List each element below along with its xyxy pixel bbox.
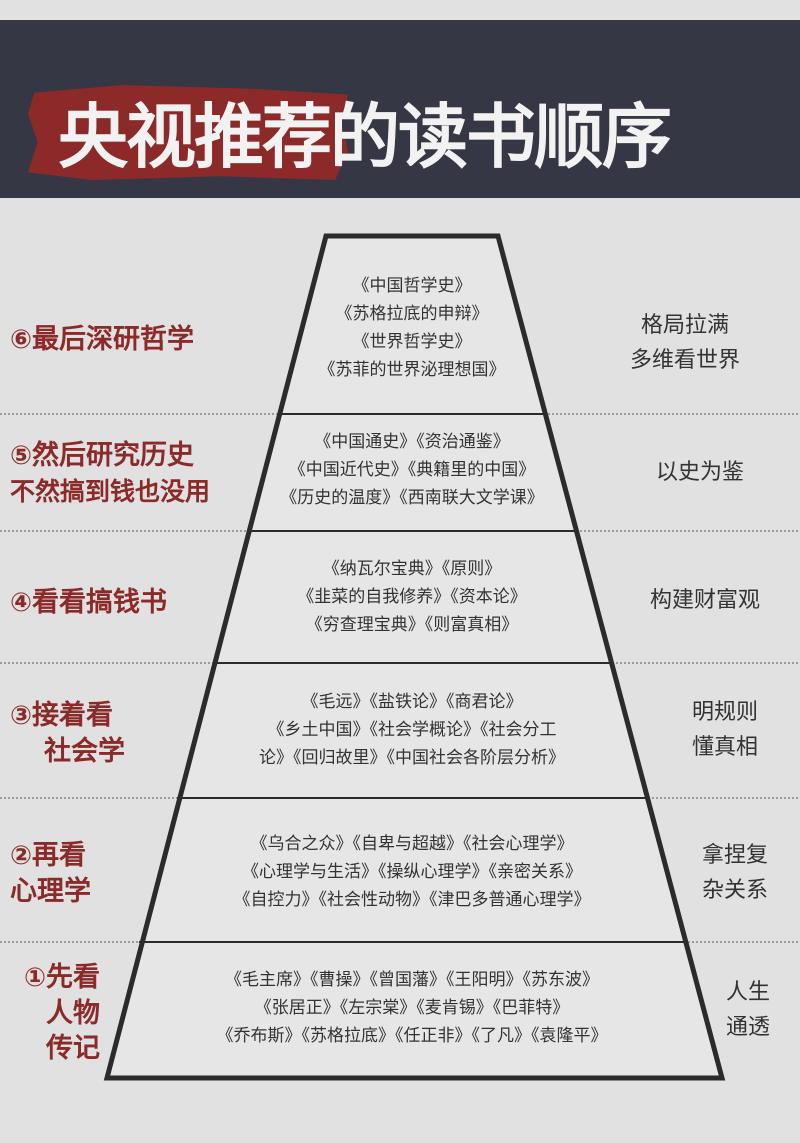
level-2-books: 《乌合之众》《自卑与超越》《社会心理学》 《心理学与生活》《操纵心理学》《亲密关… [188,830,636,914]
level-6-goal: 格局拉满 多维看世界 [605,308,765,378]
step-subtitle: 心理学 [10,876,91,907]
step-subtitle: 社会学 [44,736,125,767]
book-list-line: 《韭菜的自我修养》《资本论》 [297,587,527,607]
red-brush-highlight [28,85,348,180]
level-1-books: 《毛主席》《曹操》《曾国藩》《王阳明》《苏东波》 《张居正》《左宗棠》《麦肯锡》… [152,966,672,1050]
goal-line: 格局拉满 [640,313,729,338]
book-list-line: 《纳瓦尔宝典》《原则》 [322,559,502,579]
book-list-line: 《乌合之众》《自卑与超越》《社会心理学》 [250,834,574,854]
goal-line: 通透 [725,1015,770,1040]
level-5-goal: 以史为鉴 [630,455,770,490]
book-list-line: 《张居正》《左宗棠》《麦肯锡》《巴菲特》 [254,998,570,1018]
page-title: 央视推荐的读书顺序 [58,92,758,182]
book-list-line: 《毛远》《盐铁论》《商君论》 [301,692,523,712]
goal-line: 明规则 [691,700,758,725]
level-2-goal: 拿捏复 杂关系 [680,838,790,908]
step-5-label: ⑤然后研究历史 不然搞到钱也没用 [10,438,210,509]
level-6-books: 《中国哲学史》 《苏格拉底的申辩》 《世界哲学史》 《苏菲的世界泌理想国》 [312,272,512,384]
goal-line: 人生 [725,980,770,1005]
level-4-books: 《纳瓦尔宝典》《原则》 《韭菜的自我修养》《资本论》 《穷查理宝典》《则富真相》 [262,555,562,639]
goal-line: 多维看世界 [629,348,740,373]
step-4-label: ④看看搞钱书 [10,585,167,621]
book-list-line: 《乔布斯》《苏格拉底》《任正非》《了凡》《袁隆平》 [216,1026,608,1046]
title-highlight: 央视推荐 [58,96,332,178]
book-list-line: 《中国近代史》《典籍里的中国》 [288,460,536,480]
level-5-books: 《中国通史》《资治通鉴》 《中国近代史》《典籍里的中国》 《历史的温度》《西南联… [262,428,562,512]
step-2-label: ②再看 心理学 [10,838,91,909]
level-1-goal: 人生 通透 [708,975,788,1045]
step-subtitle-2: 传记 [46,1033,100,1064]
book-list-line: 《中国通史》《资治通鉴》 [314,432,510,452]
step-subtitle: 人物 [46,998,100,1029]
step-subtitle: 不然搞到钱也没用 [10,477,211,506]
step-3-label: ③接着看 社会学 [10,698,125,769]
book-list-line: 《世界哲学史》 [352,332,472,352]
book-list-line: 《中国哲学史》 [352,276,472,296]
step-number: ② [10,841,33,871]
goal-line: 杂关系 [701,878,768,903]
book-list-line: 《历史的温度》《西南联大文学课》 [280,488,544,508]
step-number: ④ [10,588,33,618]
book-list-line: 《毛主席》《曹操》《曾国藩》《王阳明》《苏东波》 [225,970,599,990]
step-6-label: ⑥最后深研哲学 [10,322,194,358]
step-number: ⑤ [10,441,33,471]
goal-line: 拿捏复 [701,843,768,868]
goal-line: 构建财富观 [649,588,760,613]
goal-line: 以史为鉴 [655,460,744,485]
level-3-goal: 明规则 懂真相 [660,695,790,765]
step-title: 先看 [46,962,100,993]
step-title: 然后研究历史 [32,440,195,471]
book-list-line: 《乡土中国》《社会学概论》《社会分工 [267,720,557,740]
step-title: 接着看 [32,700,114,731]
step-number: ① [23,963,46,993]
book-list-line: 《苏菲的世界泌理想国》 [318,360,506,380]
book-list-line: 《苏格拉底的申辩》 [335,304,489,324]
step-1-label: ①先看 人物 传记 [10,960,100,1066]
step-number: ③ [10,701,33,731]
book-list-line: 《心理学与生活》《操纵心理学》《亲密关系》 [242,862,582,882]
goal-line: 懂真相 [691,735,758,760]
level-4-goal: 构建财富观 [630,583,780,618]
book-list-line: 《自控力》《社会性动物》《津巴多普通心理学》 [233,890,591,910]
step-title: 看看搞钱书 [32,587,168,618]
step-title: 再看 [32,840,87,871]
title-rest: 的读书顺序 [330,96,672,178]
book-list-line: 论》《回归故里》《中国社会各阶层分析》 [259,748,565,768]
level-3-books: 《毛远》《盐铁论》《商君论》 《乡土中国》《社会学概论》《社会分工 论》《回归故… [222,688,602,772]
step-title: 最后深研哲学 [32,324,195,355]
book-list-line: 《穷查理宝典》《则富真相》 [305,615,519,635]
step-number: ⑥ [10,325,33,355]
